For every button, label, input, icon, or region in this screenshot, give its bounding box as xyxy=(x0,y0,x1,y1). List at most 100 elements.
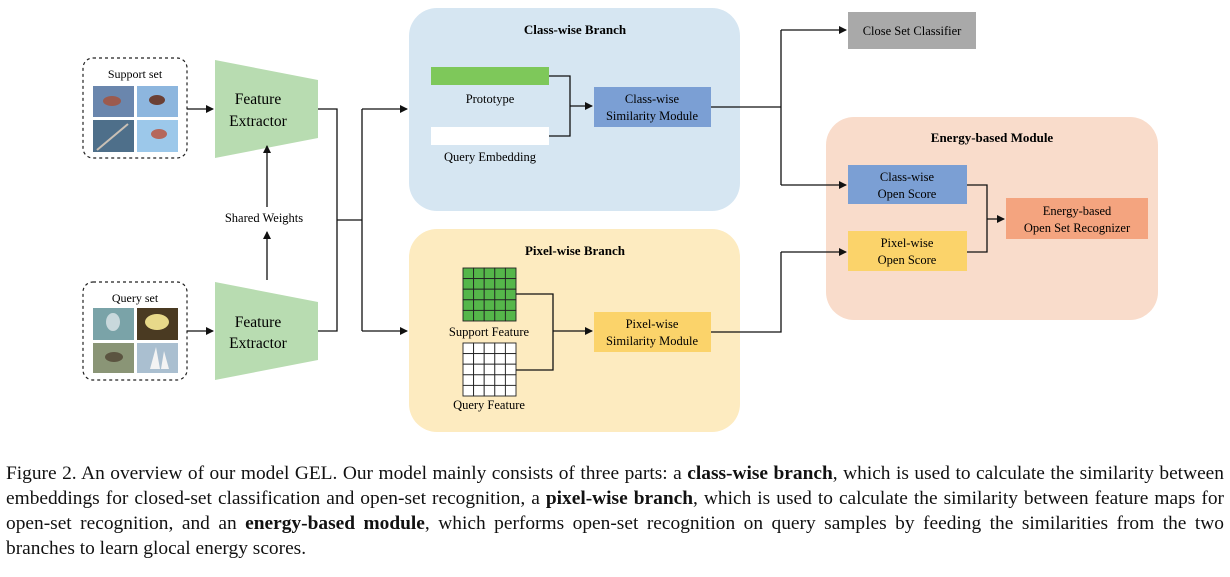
query-feature-cell xyxy=(483,353,496,365)
query-feature-cell xyxy=(483,363,496,376)
query-feature-cell xyxy=(504,384,517,397)
query-image-thumbnails xyxy=(93,308,178,373)
caption-bold-energy-based-module: energy-based module xyxy=(245,513,425,534)
query-feature-cell xyxy=(494,353,506,365)
support-feature-cell xyxy=(473,267,485,280)
query-feature-cell xyxy=(473,342,485,355)
bird-shape xyxy=(105,352,123,362)
query-feature-cell xyxy=(483,374,496,386)
support-feature-cell xyxy=(504,267,517,280)
query-feature-cell xyxy=(483,384,496,397)
caption-text: , which is used to calculate the similar… xyxy=(6,463,1224,509)
pixel-score-label-1: Pixel-wise xyxy=(881,236,934,250)
prototype-label: Prototype xyxy=(466,92,515,106)
support-feature-cell xyxy=(494,267,506,280)
feature-extractor-top-label-1: Feature xyxy=(235,91,282,108)
bird-shape xyxy=(106,313,120,331)
pixel-score-label-2: Open Score xyxy=(878,253,937,267)
support-feature-cell xyxy=(483,288,496,301)
support-feature-grid xyxy=(462,267,517,322)
query-feature-cell xyxy=(473,384,485,397)
caption-text: , which is used to calculate the similar… xyxy=(6,488,1224,534)
caption-bold-class-wise-branch: class-wise branch xyxy=(687,463,833,484)
pixel-wise-similarity-module xyxy=(594,312,711,352)
feature-extractor-bottom-label-1: Feature xyxy=(235,314,282,331)
support-feature-cell xyxy=(504,299,517,311)
query-feature-cell xyxy=(494,374,506,386)
query-feature-cell xyxy=(494,384,506,397)
prototype-bar xyxy=(431,67,549,85)
class-wise-open-score xyxy=(848,165,967,204)
query-feature-cell xyxy=(504,353,517,365)
feature-extractor-bottom xyxy=(215,282,318,380)
query-feature-cell xyxy=(494,363,506,376)
mushroom-shape xyxy=(145,314,169,330)
query-feature-cell xyxy=(462,353,475,365)
pixel-branch-title: Pixel-wise Branch xyxy=(525,243,626,258)
query-feature-cell xyxy=(462,363,475,376)
query-feature-cell xyxy=(473,353,485,365)
query-feature-cell xyxy=(483,342,496,355)
support-set-box xyxy=(82,57,188,159)
caption-bold-pixel-wise-branch: pixel-wise branch xyxy=(545,488,693,509)
gel-overview-diagram: Support set Query set Feature Extractor … xyxy=(82,8,1158,432)
support-feature-cell xyxy=(462,278,475,290)
bird-shape xyxy=(149,95,165,105)
support-feature-label: Support Feature xyxy=(449,325,530,339)
close-set-classifier xyxy=(848,12,976,49)
bird-shape xyxy=(103,96,121,106)
class-wise-similarity-module xyxy=(594,87,711,127)
class-branch-title: Class-wise Branch xyxy=(524,22,627,37)
support-feature-cell xyxy=(462,309,475,322)
support-feature-cell xyxy=(504,278,517,290)
support-image-thumbnails xyxy=(93,86,178,152)
support-feature-cell xyxy=(483,278,496,290)
pixel-wise-open-score xyxy=(848,231,967,271)
query-feature-cell xyxy=(462,374,475,386)
recognizer-label-1: Energy-based xyxy=(1043,204,1112,218)
support-feature-cell xyxy=(462,267,475,280)
query-feature-cell xyxy=(473,374,485,386)
class-score-label-2: Open Score xyxy=(878,187,937,201)
figure-caption: Figure 2. An overview of our model GEL. … xyxy=(6,461,1224,561)
query-set-label: Query set xyxy=(112,291,159,305)
class-module-label-2: Similarity Module xyxy=(606,109,698,123)
support-feature-cell xyxy=(494,278,506,290)
query-embedding-label: Query Embedding xyxy=(444,150,537,164)
query-feature-cell xyxy=(473,363,485,376)
support-feature-cell xyxy=(483,299,496,311)
support-feature-cell xyxy=(483,267,496,280)
support-feature-cell xyxy=(494,299,506,311)
support-feature-cell xyxy=(494,309,506,322)
query-feature-grid xyxy=(462,342,517,397)
query-feature-cell xyxy=(504,342,517,355)
support-feature-cell xyxy=(494,288,506,301)
query-feature-cell xyxy=(504,363,517,376)
query-feature-label: Query Feature xyxy=(453,398,525,412)
class-module-label-1: Class-wise xyxy=(625,92,680,106)
energy-module-title: Energy-based Module xyxy=(931,130,1054,145)
pixel-module-label-1: Pixel-wise xyxy=(626,317,679,331)
pixel-module-out xyxy=(711,252,782,333)
close-set-classifier-label: Close Set Classifier xyxy=(863,24,962,38)
support-feature-cell xyxy=(483,309,496,322)
sailboat-shape xyxy=(150,347,169,369)
class-score-label-1: Class-wise xyxy=(880,170,935,184)
support-feature-cell xyxy=(462,288,475,301)
bird-shape xyxy=(151,129,167,139)
shared-weights-label: Shared Weights xyxy=(225,211,303,225)
caption-text: , which performs open-set recognition on… xyxy=(6,513,1224,559)
support-feature-cell xyxy=(462,299,475,311)
feature-extractor-top xyxy=(215,60,318,158)
query-feature-cell xyxy=(504,374,517,386)
support-feature-cell xyxy=(473,288,485,301)
feature-extractor-top-label-2: Extractor xyxy=(229,113,288,130)
support-set-label: Support set xyxy=(108,67,163,81)
energy-based-open-set-recognizer xyxy=(1006,198,1148,239)
feature-extractor-bottom-label-2: Extractor xyxy=(229,335,288,352)
recognizer-label-2: Open Set Recognizer xyxy=(1024,221,1131,235)
branch-shape xyxy=(96,123,129,151)
query-feature-cell xyxy=(462,384,475,397)
support-feature-cell xyxy=(473,299,485,311)
class-wise-branch-panel xyxy=(409,8,740,211)
